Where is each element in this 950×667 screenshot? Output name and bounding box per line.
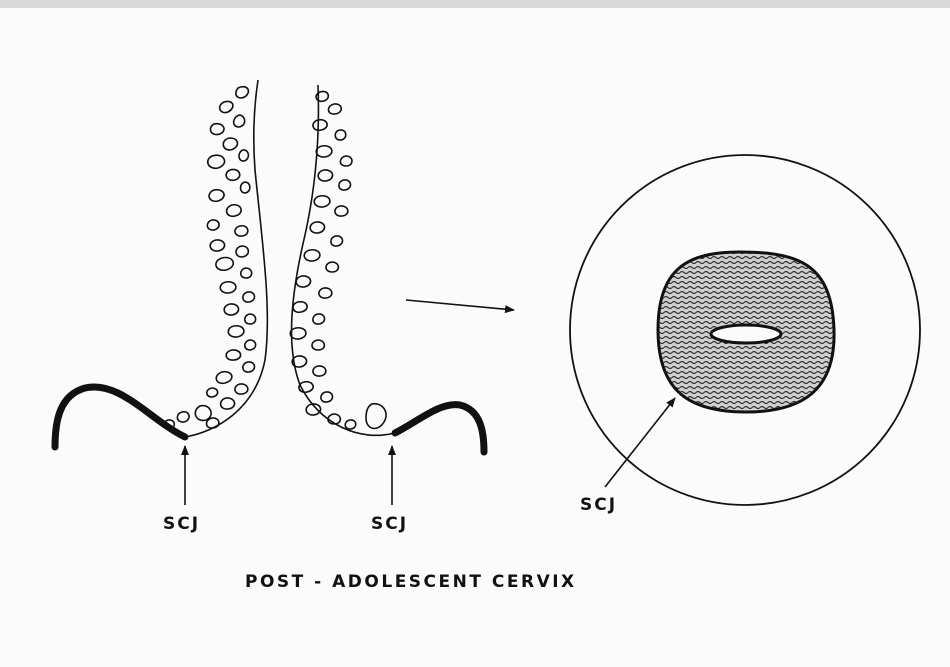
left-gland-crypts [164, 87, 256, 429]
scj-label-middle: SCJ [371, 514, 408, 534]
right-gland-crypts [290, 91, 386, 429]
diagram-caption: POST - ADOLESCENT CERVIX [245, 572, 577, 592]
cervix-face-view [570, 155, 920, 505]
transition-arrow [406, 300, 514, 310]
scj-label-left: SCJ [163, 514, 200, 534]
right-ectocervix-outline [395, 405, 484, 452]
scj-label-right: SCJ [580, 495, 617, 515]
external-os [711, 325, 781, 343]
left-ectocervix-outline [55, 387, 185, 447]
canal-cross-section [55, 80, 484, 505]
